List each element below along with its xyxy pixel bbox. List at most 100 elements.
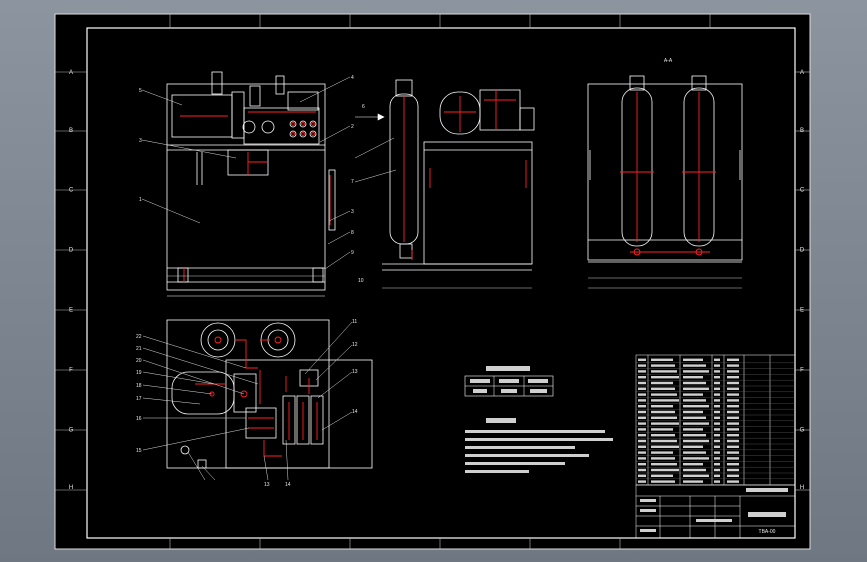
bom-cell-text bbox=[638, 480, 646, 483]
drawing-number: TBA-00 bbox=[759, 529, 776, 535]
bom-cell-text bbox=[683, 358, 703, 361]
part-balloon: 7 bbox=[351, 179, 354, 185]
bom-cell-text bbox=[651, 434, 675, 437]
part-balloon: 4 bbox=[351, 75, 354, 81]
bom-cell-text bbox=[714, 410, 720, 414]
side-leaders bbox=[354, 137, 397, 183]
section-arrow bbox=[355, 113, 385, 121]
bom-cell-text bbox=[651, 468, 679, 472]
bom-cell-text bbox=[683, 364, 706, 367]
bom-cell-text bbox=[714, 387, 720, 390]
parameter-table bbox=[464, 366, 554, 397]
bom-cell-text bbox=[651, 364, 675, 367]
part-balloon: 12 bbox=[352, 342, 358, 348]
plan-leaders bbox=[142, 321, 353, 481]
bom-cell-text bbox=[683, 399, 706, 402]
part-balloon: 14 bbox=[352, 409, 358, 415]
bom-cell-text bbox=[727, 381, 739, 385]
rear-accumulator-right bbox=[683, 87, 715, 247]
bom-cell-text bbox=[727, 445, 739, 448]
part-balloon: 8 bbox=[351, 230, 354, 236]
part-balloon: 16 bbox=[136, 416, 142, 422]
bom-cell-text bbox=[714, 457, 720, 460]
side-view bbox=[382, 79, 535, 271]
zone-label-left: F bbox=[69, 368, 73, 374]
bom-cell-text bbox=[714, 376, 720, 379]
bom-cell-text bbox=[638, 445, 646, 448]
bom-cell-text bbox=[727, 358, 739, 361]
bom-cell-text bbox=[727, 370, 739, 373]
bom-cell-text bbox=[651, 358, 673, 361]
part-balloon: 15 bbox=[136, 448, 142, 454]
bom-cell-text bbox=[714, 480, 720, 483]
bom-cell-text bbox=[683, 387, 709, 390]
bom-cell-text bbox=[683, 381, 706, 385]
bom-cell-text bbox=[638, 410, 646, 414]
sheet-outer-border bbox=[54, 13, 811, 550]
rear-view-parts bbox=[620, 92, 716, 256]
zone-label-left: B bbox=[69, 128, 73, 134]
side-balloons: 67 bbox=[351, 104, 365, 185]
plan-view bbox=[166, 319, 373, 469]
bom-cell-text bbox=[727, 422, 739, 425]
technical-notes bbox=[465, 418, 613, 473]
bom-cell-text bbox=[638, 376, 646, 379]
bom-cell-text bbox=[683, 422, 709, 425]
bom-cell-text bbox=[651, 370, 677, 373]
bom-cell-text bbox=[683, 428, 703, 431]
bom-cell-text bbox=[638, 428, 646, 431]
zone-label-right: A bbox=[800, 70, 804, 76]
bom-cell-text bbox=[651, 463, 677, 466]
bom-cell-text bbox=[727, 439, 739, 443]
zone-label-left: G bbox=[69, 428, 74, 434]
part-balloon: 14 bbox=[285, 482, 291, 488]
bom-rows bbox=[636, 358, 795, 485]
bom-cell-text bbox=[683, 434, 706, 437]
bom-cell-text bbox=[683, 468, 706, 472]
bom-cell-text bbox=[714, 381, 720, 385]
part-balloon: 19 bbox=[136, 370, 142, 376]
bom-cell-text bbox=[651, 410, 675, 414]
part-balloon: 22 bbox=[136, 334, 142, 340]
part-balloon: 21 bbox=[136, 346, 142, 352]
zone-label-right: C bbox=[800, 188, 805, 194]
bom-cell-text bbox=[638, 364, 646, 367]
rear-tank-outline bbox=[587, 83, 743, 261]
valve-2 bbox=[296, 395, 310, 445]
bom-cell-text bbox=[638, 463, 646, 466]
bom-cell-text bbox=[651, 376, 679, 379]
zone-label-right: F bbox=[800, 368, 804, 374]
bom-cell-text bbox=[683, 405, 709, 408]
bom-cell-text bbox=[727, 463, 739, 466]
bom-cell-text bbox=[683, 451, 706, 454]
accumulator-top-left bbox=[200, 322, 236, 358]
bom-cell-text bbox=[651, 399, 679, 402]
valve-1 bbox=[282, 395, 296, 445]
bom-cell-text bbox=[727, 376, 739, 379]
bom-cell-text bbox=[714, 393, 720, 396]
bom-cell-text bbox=[727, 410, 739, 414]
bom-cell-text bbox=[683, 480, 703, 483]
part-balloon: 13 bbox=[264, 482, 270, 488]
bom-cell-text bbox=[683, 445, 703, 448]
side-view-parts bbox=[403, 90, 527, 260]
bom-cell-text bbox=[638, 422, 646, 425]
title-block-text bbox=[640, 488, 788, 532]
zone-label-right: E bbox=[800, 308, 804, 314]
bom-cell-text bbox=[683, 376, 703, 379]
zone-label-left: H bbox=[69, 485, 73, 491]
bom-cell-text bbox=[714, 399, 720, 402]
bom-cell-text bbox=[638, 393, 646, 396]
zone-label-right: B bbox=[800, 128, 804, 134]
bom-cell-text bbox=[683, 439, 709, 443]
bom-cell-text bbox=[651, 428, 673, 431]
bom-cell-text bbox=[714, 463, 720, 466]
zone-ticks bbox=[55, 14, 810, 549]
bom-cell-text bbox=[683, 474, 709, 477]
front-view bbox=[166, 71, 336, 297]
front-dims bbox=[167, 275, 325, 291]
bom-cell-text bbox=[638, 434, 646, 437]
